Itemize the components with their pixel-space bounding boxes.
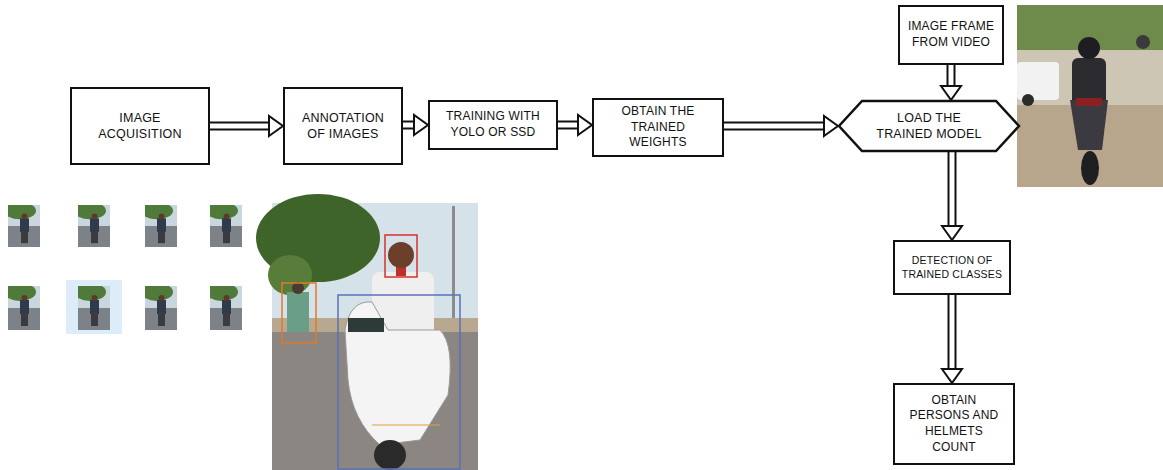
hollow-arrow bbox=[941, 65, 961, 100]
box-text: ANNOTATION OF IMAGES bbox=[295, 110, 391, 143]
photo-wheel bbox=[1081, 151, 1099, 185]
box-text: TRAINING WITH YOLO OR SSD bbox=[435, 109, 551, 140]
arrow-head bbox=[824, 116, 838, 136]
arrow-shaft bbox=[948, 152, 957, 227]
arrow-head bbox=[578, 115, 592, 135]
photo-bush bbox=[268, 255, 312, 295]
thumbnail-image bbox=[141, 202, 177, 247]
photo-rider-head bbox=[388, 242, 414, 268]
arrow-head bbox=[269, 116, 283, 136]
arrow-shaft-inner bbox=[950, 295, 955, 370]
photo-motorbike bbox=[1070, 100, 1108, 150]
photo-car bbox=[1017, 62, 1059, 100]
thumbnail-image bbox=[74, 283, 110, 330]
arrow-shaft bbox=[724, 122, 825, 131]
photo-far-scooter bbox=[287, 292, 309, 332]
photo-helmet bbox=[1078, 37, 1100, 59]
photo-headlight-mount bbox=[1076, 98, 1102, 106]
process-box: TRAINING WITH YOLO OR SSD bbox=[428, 100, 558, 150]
process-box: OBTAIN PERSONS AND HELMETS COUNT bbox=[893, 383, 1015, 465]
hollow-arrow bbox=[210, 116, 283, 136]
box-text: OBTAIN THE TRAINED WEIGHTS bbox=[602, 104, 714, 151]
arrow-head bbox=[942, 369, 962, 383]
annotation-box bbox=[282, 283, 316, 343]
box-text: OBTAIN PERSONS AND HELMETS COUNT bbox=[903, 393, 1005, 455]
hexagon-step: LOAD THE TRAINED MODEL bbox=[838, 100, 1020, 152]
arrow-shaft bbox=[948, 295, 957, 370]
photo-scooter-panel bbox=[348, 318, 384, 332]
process-box: DETECTION OF TRAINED CLASSES bbox=[893, 240, 1011, 295]
hollow-arrow bbox=[558, 115, 592, 135]
process-box: IMAGE ACQUISITION bbox=[70, 87, 210, 165]
arrow-head bbox=[941, 86, 961, 100]
annotation-box bbox=[385, 235, 417, 277]
process-box: ANNOTATION OF IMAGES bbox=[283, 87, 403, 165]
arrow-shaft bbox=[210, 122, 270, 131]
arrow-shaft-inner bbox=[558, 123, 579, 128]
box-text: DETECTION OF TRAINED CLASSES bbox=[901, 254, 1003, 281]
arrow-shaft-inner bbox=[950, 152, 955, 227]
annotation-line bbox=[372, 424, 440, 425]
hollow-arrow bbox=[403, 115, 428, 135]
photo-far-rider bbox=[1136, 35, 1150, 49]
photo-scooter-body bbox=[345, 302, 450, 445]
process-box: IMAGE FRAME FROM VIDEO bbox=[898, 5, 1004, 65]
box-text: IMAGE FRAME FROM VIDEO bbox=[906, 19, 996, 50]
annotation-box bbox=[338, 295, 460, 469]
photo-pole bbox=[452, 206, 455, 326]
box-text: LOAD THE TRAINED MODEL bbox=[872, 110, 986, 143]
thumbnail-image bbox=[206, 202, 242, 247]
hollow-arrow bbox=[942, 152, 962, 240]
photo-background bbox=[1017, 5, 1163, 187]
photo-scooter-wheel bbox=[374, 440, 406, 470]
arrow-shaft-inner bbox=[724, 124, 825, 129]
thumbnail-image bbox=[141, 283, 177, 330]
thumbnail-image bbox=[4, 202, 40, 247]
box-text: IMAGE ACQUISITION bbox=[94, 110, 186, 143]
photo-far-rider bbox=[292, 282, 304, 294]
photo-rider-jacket bbox=[1072, 58, 1106, 106]
hexagon-outline bbox=[839, 101, 1019, 151]
annotated-photo bbox=[256, 194, 478, 470]
process-box: OBTAIN THE TRAINED WEIGHTS bbox=[592, 98, 724, 157]
thumb-highlight bbox=[66, 280, 122, 334]
video-frame-photo bbox=[1017, 5, 1163, 187]
arrow-head bbox=[942, 226, 962, 240]
thumbnail-image bbox=[206, 283, 242, 330]
hollow-arrow bbox=[942, 295, 962, 383]
hollow-arrow bbox=[724, 116, 838, 136]
arrow-shaft bbox=[558, 121, 579, 130]
arrow-head bbox=[414, 115, 428, 135]
thumbnail-image bbox=[74, 202, 110, 247]
photo-car-wheel bbox=[1022, 94, 1034, 106]
arrow-shaft bbox=[947, 65, 956, 87]
arrow-shaft-inner bbox=[949, 65, 954, 87]
thumbnail-image bbox=[4, 283, 40, 330]
hexagon-outline bbox=[838, 100, 1020, 152]
arrow-shaft-inner bbox=[210, 124, 270, 129]
